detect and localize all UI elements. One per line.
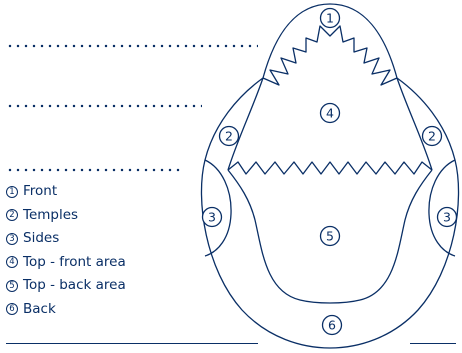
- zone-marker-temple-right: 2: [423, 127, 442, 146]
- marker-number: 3: [208, 210, 216, 225]
- marker-number: 6: [328, 318, 336, 333]
- zone-marker-top-front: 4: [321, 104, 340, 123]
- zone-marker-temple-left: 2: [220, 127, 239, 146]
- front-zigzag: [263, 26, 397, 85]
- zone-marker-front: 1: [321, 9, 340, 28]
- zone-marker-side-left: 3: [203, 208, 222, 227]
- marker-number: 5: [326, 229, 334, 244]
- marker-number: 2: [428, 129, 436, 144]
- zone-marker-side-right: 3: [438, 208, 457, 227]
- marker-number: 2: [225, 129, 233, 144]
- crown-zigzag: [228, 162, 432, 174]
- head-outline: [201, 4, 458, 348]
- marker-number: 3: [443, 210, 451, 225]
- zone-marker-top-back: 5: [321, 227, 340, 246]
- marker-number: 4: [326, 106, 334, 121]
- marker-number: 1: [326, 11, 334, 26]
- zone-marker-back: 6: [323, 316, 342, 335]
